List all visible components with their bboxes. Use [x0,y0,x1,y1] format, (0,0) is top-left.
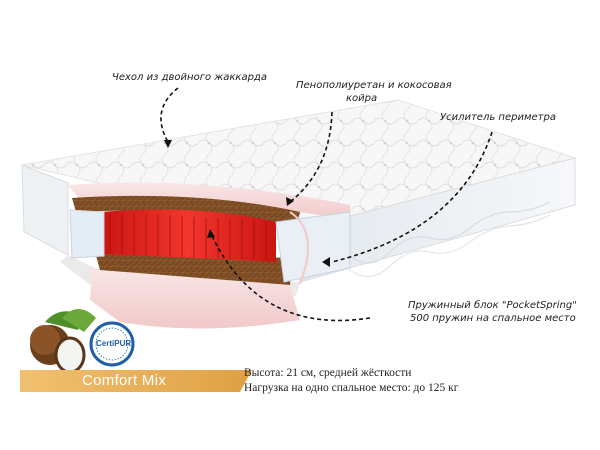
callout-arrows [160,87,493,322]
coconut-icon [30,309,96,374]
pocket-spring-block [100,209,276,262]
arrow-cover [160,87,179,143]
label-spring-line1: Пружинный блок "PocketSpring" [408,300,577,311]
spec-height: Высота: 21 см, средней жёсткости [244,367,412,379]
perimeter-block-right [275,211,351,283]
arrow-heads [164,140,330,267]
label-foam-line1: Пенополиуретан и кокосовая [296,80,452,91]
model-banner [20,370,252,392]
spec-load: Нагрузка на одно спальное место: до 125 … [244,382,459,394]
model-name: Comfort Mix [82,372,167,389]
label-cover: Чехол из двойного жаккарда [112,72,267,83]
certipur-seal [89,321,135,367]
arrow-perimeter [331,131,493,263]
certipur-label: CertiPUR [96,339,132,348]
label-perimeter: Усилитель периметра [440,112,556,123]
foam-layer-bottom [90,268,300,329]
label-spring-line2: 500 пружин на спальное место [410,313,576,324]
arrow-foam [289,111,333,203]
label-foam-line2: койра [346,93,378,104]
perimeter-block-left [69,209,105,259]
mattress-cutaway [68,182,351,329]
